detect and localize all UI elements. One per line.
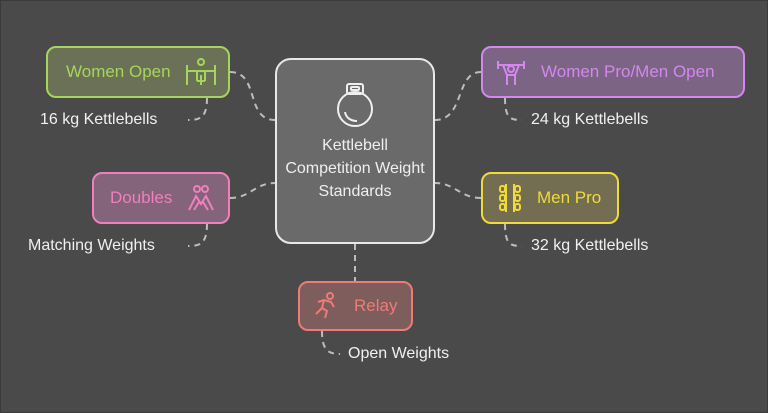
node-label: Women Open (66, 62, 171, 81)
weight-men-pro: 32 kg Kettlebells (531, 237, 649, 254)
node-relay: Relay (298, 281, 413, 331)
central-title: Kettlebell Competition Weight Standards (285, 137, 425, 200)
runner-icon (312, 292, 340, 320)
weightlifter-icon (495, 57, 527, 87)
node-doubles: Doubles (92, 172, 230, 224)
weight-women-open: 16 kg Kettlebells (40, 111, 158, 128)
kettlebell-icon (333, 82, 377, 128)
node-label: Doubles (110, 188, 173, 207)
node-label: Men Pro (537, 188, 602, 207)
node-women-open: Women Open (46, 46, 230, 98)
weight-relay: Open Weights (348, 345, 450, 362)
gymnastics-bars-icon (185, 57, 217, 87)
weight-women-pro-men-open: 24 kg Kettlebells (531, 111, 649, 128)
pair-icon (186, 184, 216, 212)
node-women-pro-men-open: Women Pro/Men Open (481, 46, 745, 98)
node-men-pro: Men Pro (481, 172, 619, 224)
node-label: Relay (354, 296, 398, 315)
dumbbell-rack-icon (497, 183, 523, 213)
central-topic: Kettlebell Competition Weight Standards (275, 58, 435, 244)
node-label: Women Pro/Men Open (541, 62, 715, 81)
weight-doubles: Matching Weights (28, 237, 155, 254)
